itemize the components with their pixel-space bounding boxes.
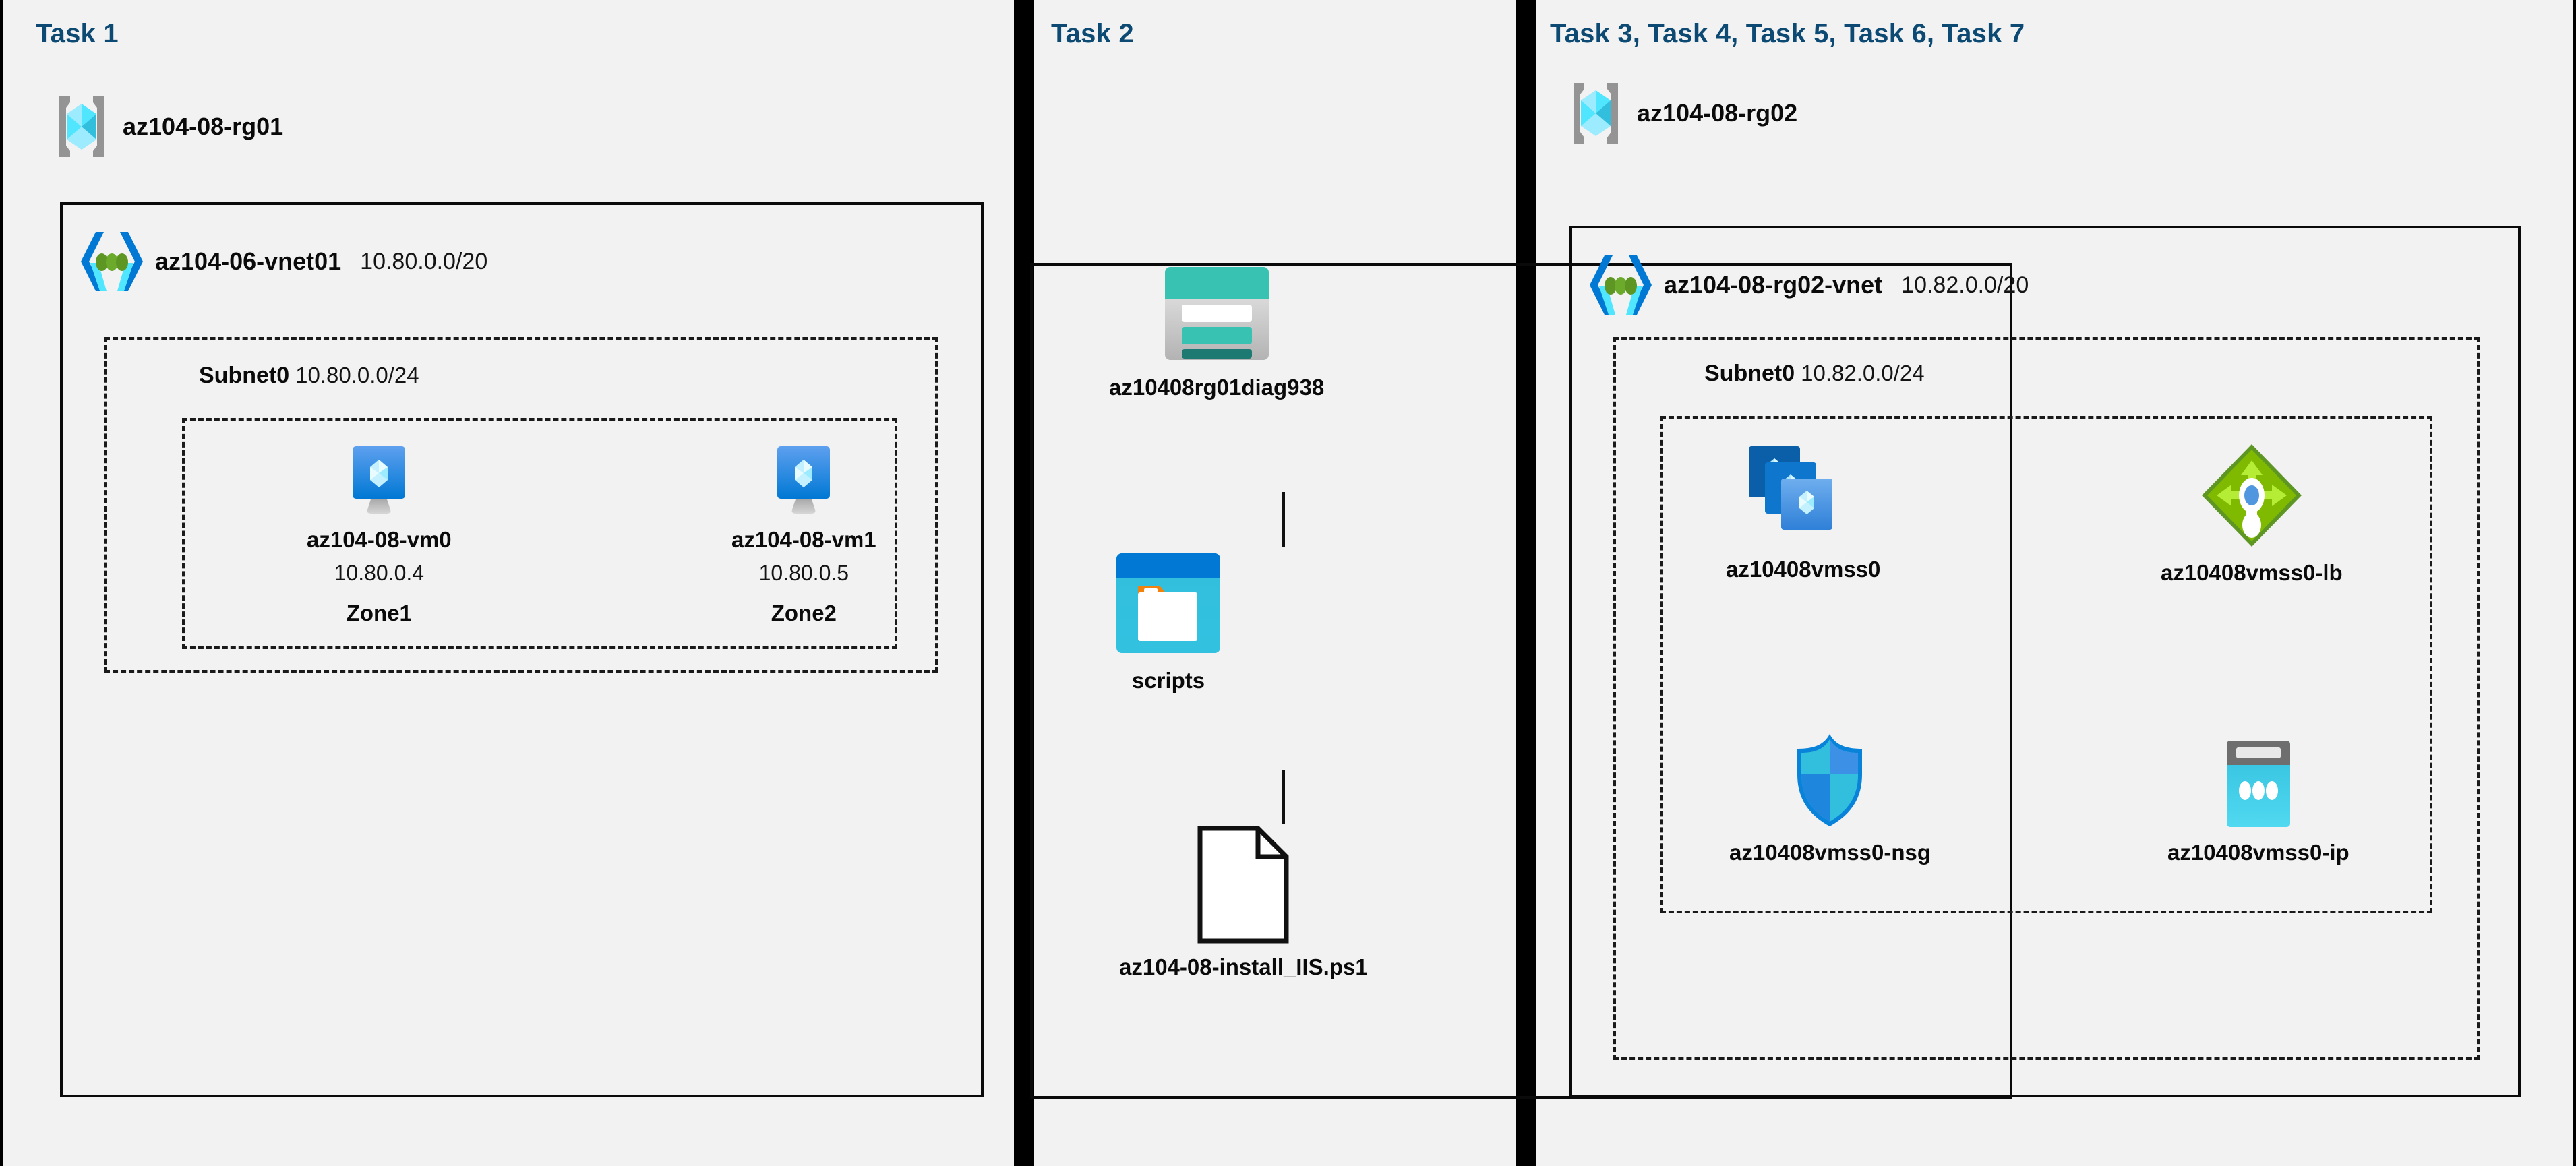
node-zone: Zone2 xyxy=(771,601,837,625)
node-label: az104-08-vm0 xyxy=(307,527,452,552)
resource-group-icon xyxy=(55,94,108,159)
node-zone: Zone1 xyxy=(346,601,412,625)
task3-resource-group-label: az104-08-rg02 xyxy=(1637,99,1798,127)
task3-vnet-name: az104-08-rg02-vnet xyxy=(1664,271,1883,299)
node-label: az104-08-install_IIS.ps1 xyxy=(1119,954,1368,979)
task3-subnet-cidr: 10.82.0.0/24 xyxy=(1801,361,1925,386)
task2-title: Task 2 xyxy=(1051,19,1134,49)
node-label: az10408vmss0-lb xyxy=(2161,560,2343,585)
node-script-file[interactable]: az104-08-install_IIS.ps1 xyxy=(1119,826,1368,980)
task3-subnet-box xyxy=(1613,337,2480,1060)
network-security-group-icon xyxy=(1791,731,1869,829)
public-ip-address-icon xyxy=(2221,738,2296,829)
task1-subnet-name: Subnet0 xyxy=(199,363,290,388)
node-vm-scale-set[interactable]: az10408vmss0 xyxy=(1726,445,1880,582)
node-blob-container[interactable]: scripts xyxy=(1111,549,1226,694)
node-public-ip-address[interactable]: az10408vmss0-ip xyxy=(2167,738,2349,865)
load-balancer-icon xyxy=(2198,441,2306,549)
page-left-border xyxy=(0,0,3,1166)
file-icon xyxy=(1196,826,1290,944)
virtual-network-icon xyxy=(1590,253,1652,317)
task1-vnet-cidr: 10.80.0.0/20 xyxy=(360,248,488,274)
task2-column: Task 2 xyxy=(1030,0,2012,1166)
task3-resource-group[interactable]: az104-08-rg02 xyxy=(1569,81,1797,146)
node-label: az10408vmss0-ip xyxy=(2167,840,2349,865)
resource-group-icon xyxy=(1569,81,1622,146)
node-az104-08-vm1[interactable]: az104-08-vm1 10.80.0.5 Zone2 xyxy=(731,445,876,626)
task2-content-box xyxy=(1030,263,2012,1099)
connector-storage-to-scripts xyxy=(1282,492,1285,547)
node-label: az10408rg01diag938 xyxy=(1109,375,1325,400)
virtual-machine-icon xyxy=(349,445,409,516)
node-load-balancer[interactable]: az10408vmss0-lb xyxy=(2161,441,2343,586)
task3-resource-group-box xyxy=(1660,416,2432,913)
vm-scale-set-icon xyxy=(1747,445,1859,546)
storage-account-icon xyxy=(1160,263,1274,364)
task3-title: Task 3, Task 4, Task 5, Task 6, Task 7 xyxy=(1550,19,2025,49)
virtual-machine-icon xyxy=(773,445,834,516)
task1-vnet-name: az104-06-vnet01 xyxy=(155,247,342,275)
node-storage-account[interactable]: az10408rg01diag938 xyxy=(1109,263,1324,400)
page-right-border xyxy=(2573,0,2576,1166)
task1-vnet-box xyxy=(60,202,984,1097)
task1-vnet-header[interactable]: az104-06-vnet01 10.80.0.0/20 xyxy=(81,229,487,294)
blob-container-icon xyxy=(1111,549,1226,657)
task3-column: Task 3, Task 4, Task 5, Task 6, Task 7 a… xyxy=(1536,0,2573,1166)
node-label: scripts xyxy=(1131,668,1205,693)
node-ip-address: 10.80.0.5 xyxy=(758,561,849,585)
task1-column: Task 1 az104-08-rg01 xyxy=(3,0,1014,1166)
task1-subnet-cidr: 10.80.0.0/24 xyxy=(295,363,419,388)
task3-vnet-box xyxy=(1569,226,2521,1097)
task1-resource-group[interactable]: az104-08-rg01 xyxy=(55,94,283,159)
node-network-security-group[interactable]: az10408vmss0-nsg xyxy=(1729,731,1931,865)
task3-vnet-cidr: 10.82.0.0/20 xyxy=(1901,272,2029,298)
task1-title: Task 1 xyxy=(36,19,119,49)
node-label: az10408vmss0 xyxy=(1726,557,1881,582)
node-label: az10408vmss0-nsg xyxy=(1729,840,1931,865)
column-divider-2 xyxy=(1516,0,1536,1166)
task3-subnet-name: Subnet0 xyxy=(1704,361,1795,386)
node-az104-08-vm0[interactable]: az104-08-vm0 10.80.0.4 Zone1 xyxy=(307,445,452,626)
task3-vnet-header[interactable]: az104-08-rg02-vnet 10.82.0.0/20 xyxy=(1590,253,2029,317)
task1-subnet-box xyxy=(104,337,938,673)
virtual-network-icon xyxy=(81,229,143,294)
task1-vm-group-box xyxy=(182,418,897,649)
connector-scripts-to-file xyxy=(1282,770,1285,824)
node-label: az104-08-vm1 xyxy=(731,527,876,552)
task1-resource-group-label: az104-08-rg01 xyxy=(123,113,284,140)
node-ip-address: 10.80.0.4 xyxy=(334,561,425,585)
